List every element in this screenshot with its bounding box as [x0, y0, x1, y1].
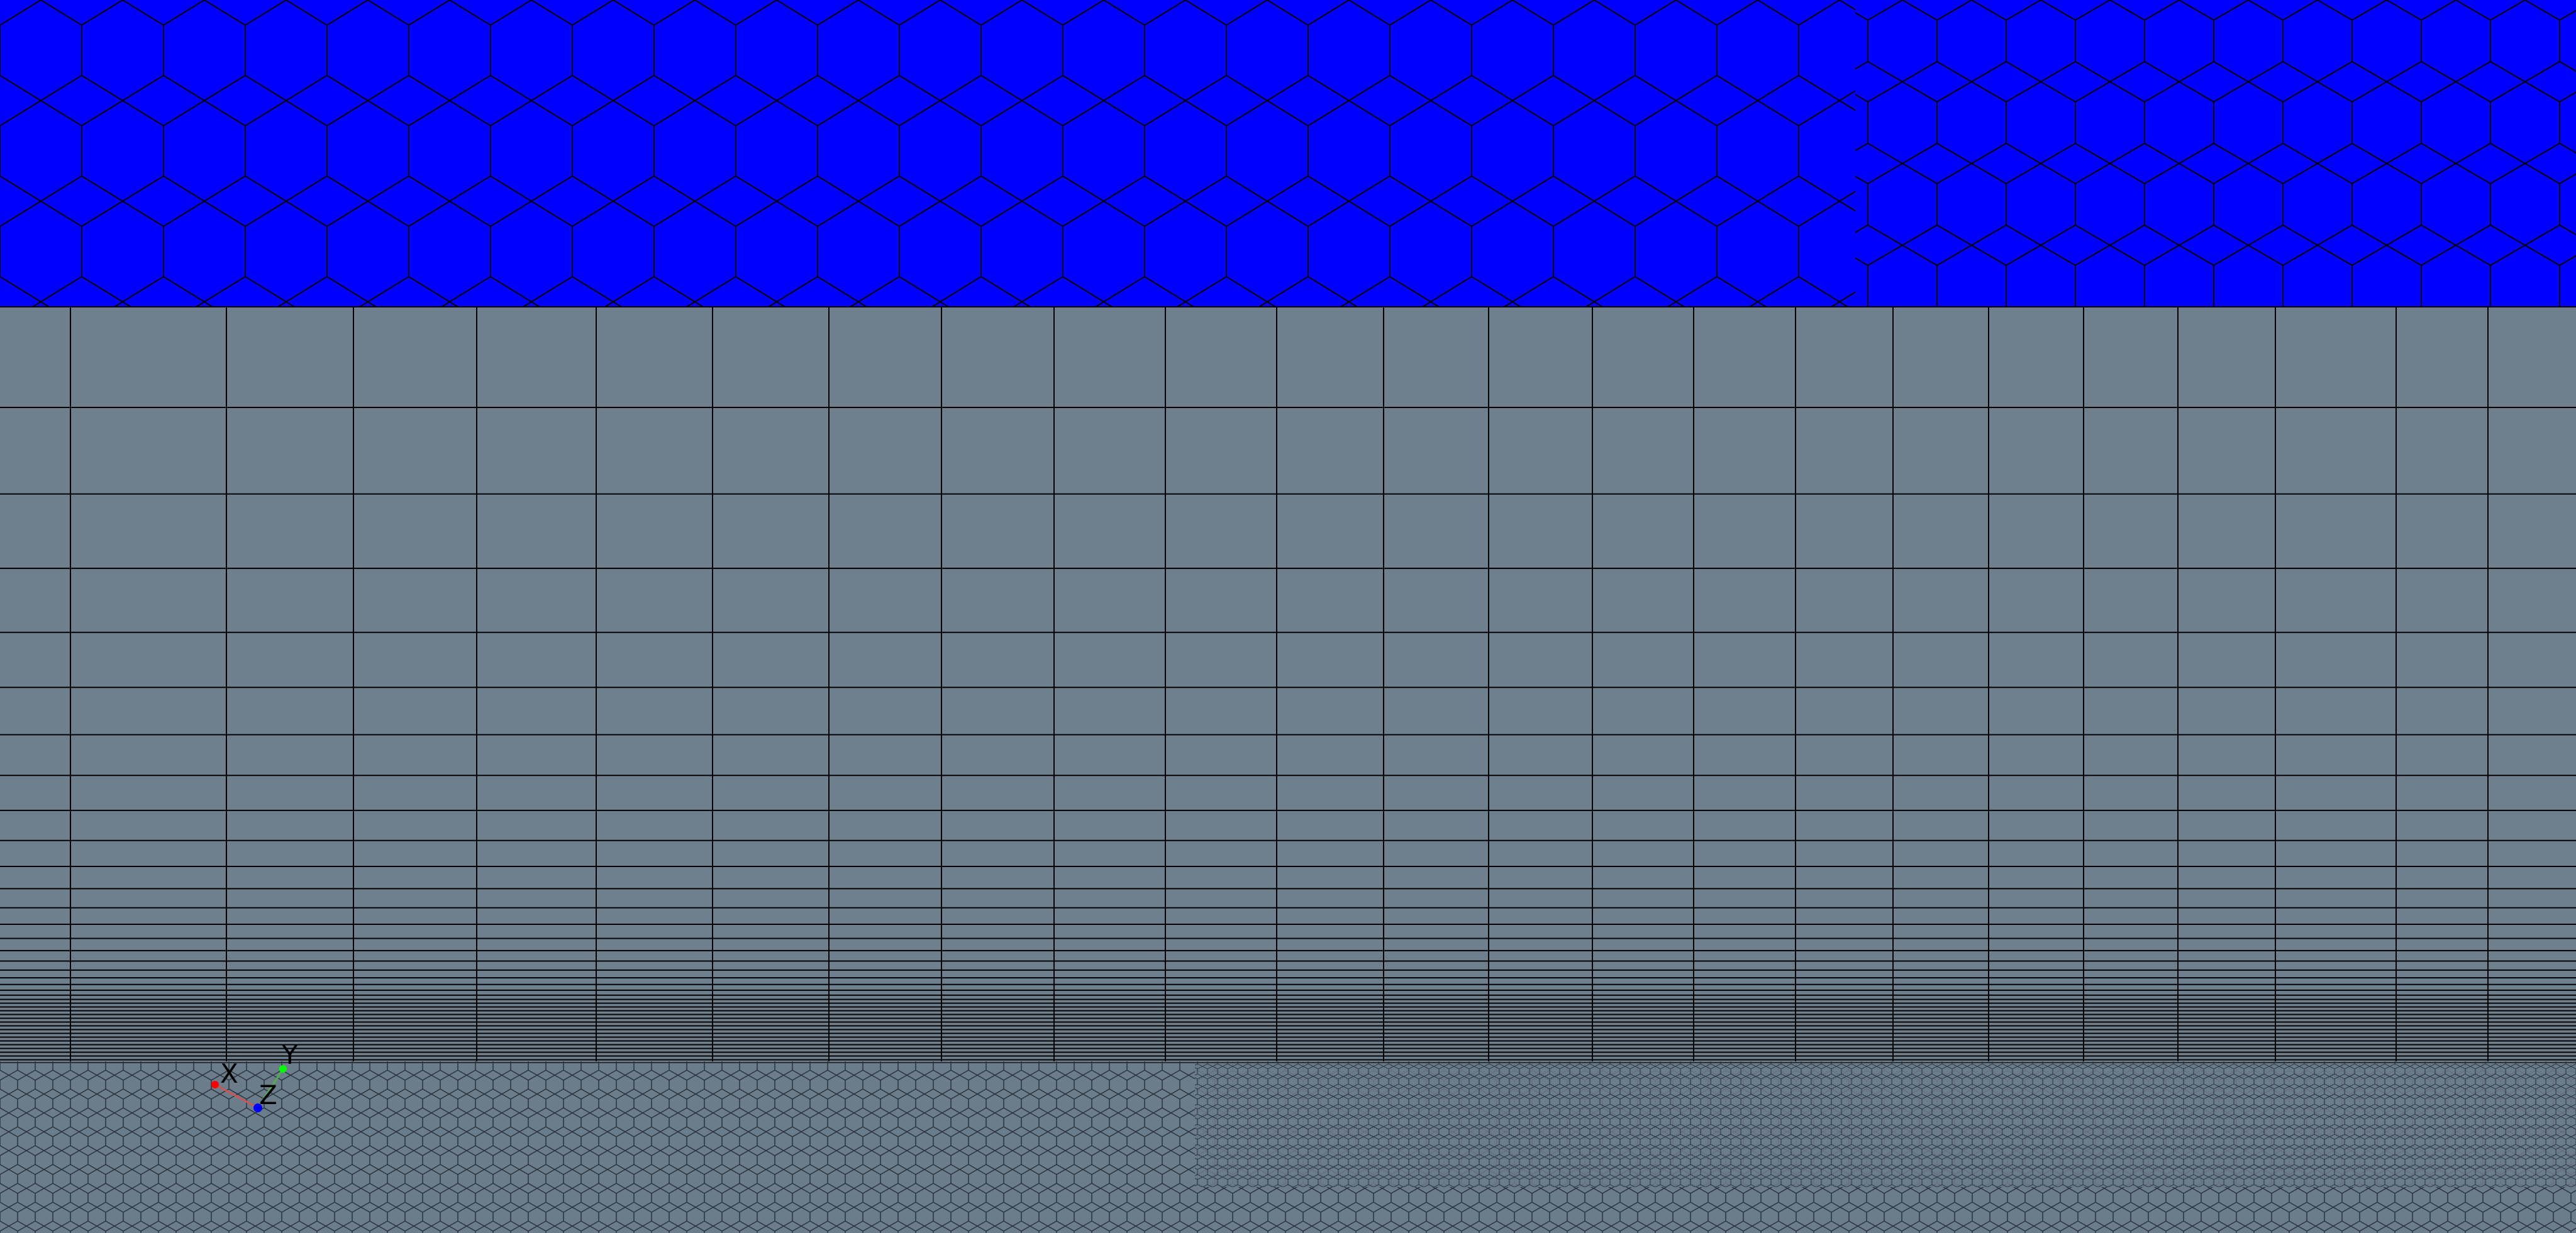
z-axis-label: Z	[259, 1080, 277, 1110]
wall-vertical-edges	[70, 307, 2489, 1063]
wall-horizontal-edges	[0, 306, 2576, 1061]
axes-triad: X Y Z	[189, 1037, 314, 1125]
z-axis-marker	[253, 1103, 262, 1112]
x-axis-line	[214, 1083, 258, 1109]
top-polyhedral-region	[0, 0, 2576, 307]
x-axis-marker	[211, 1081, 219, 1088]
y-axis-label: Y	[281, 1039, 298, 1070]
prism-layer-wall-region	[0, 306, 2576, 1063]
x-axis-label: X	[220, 1058, 238, 1089]
y-axis-marker	[279, 1065, 287, 1073]
polyhedral-floor-region	[0, 1061, 2576, 1233]
y-axis-line	[257, 1068, 284, 1109]
